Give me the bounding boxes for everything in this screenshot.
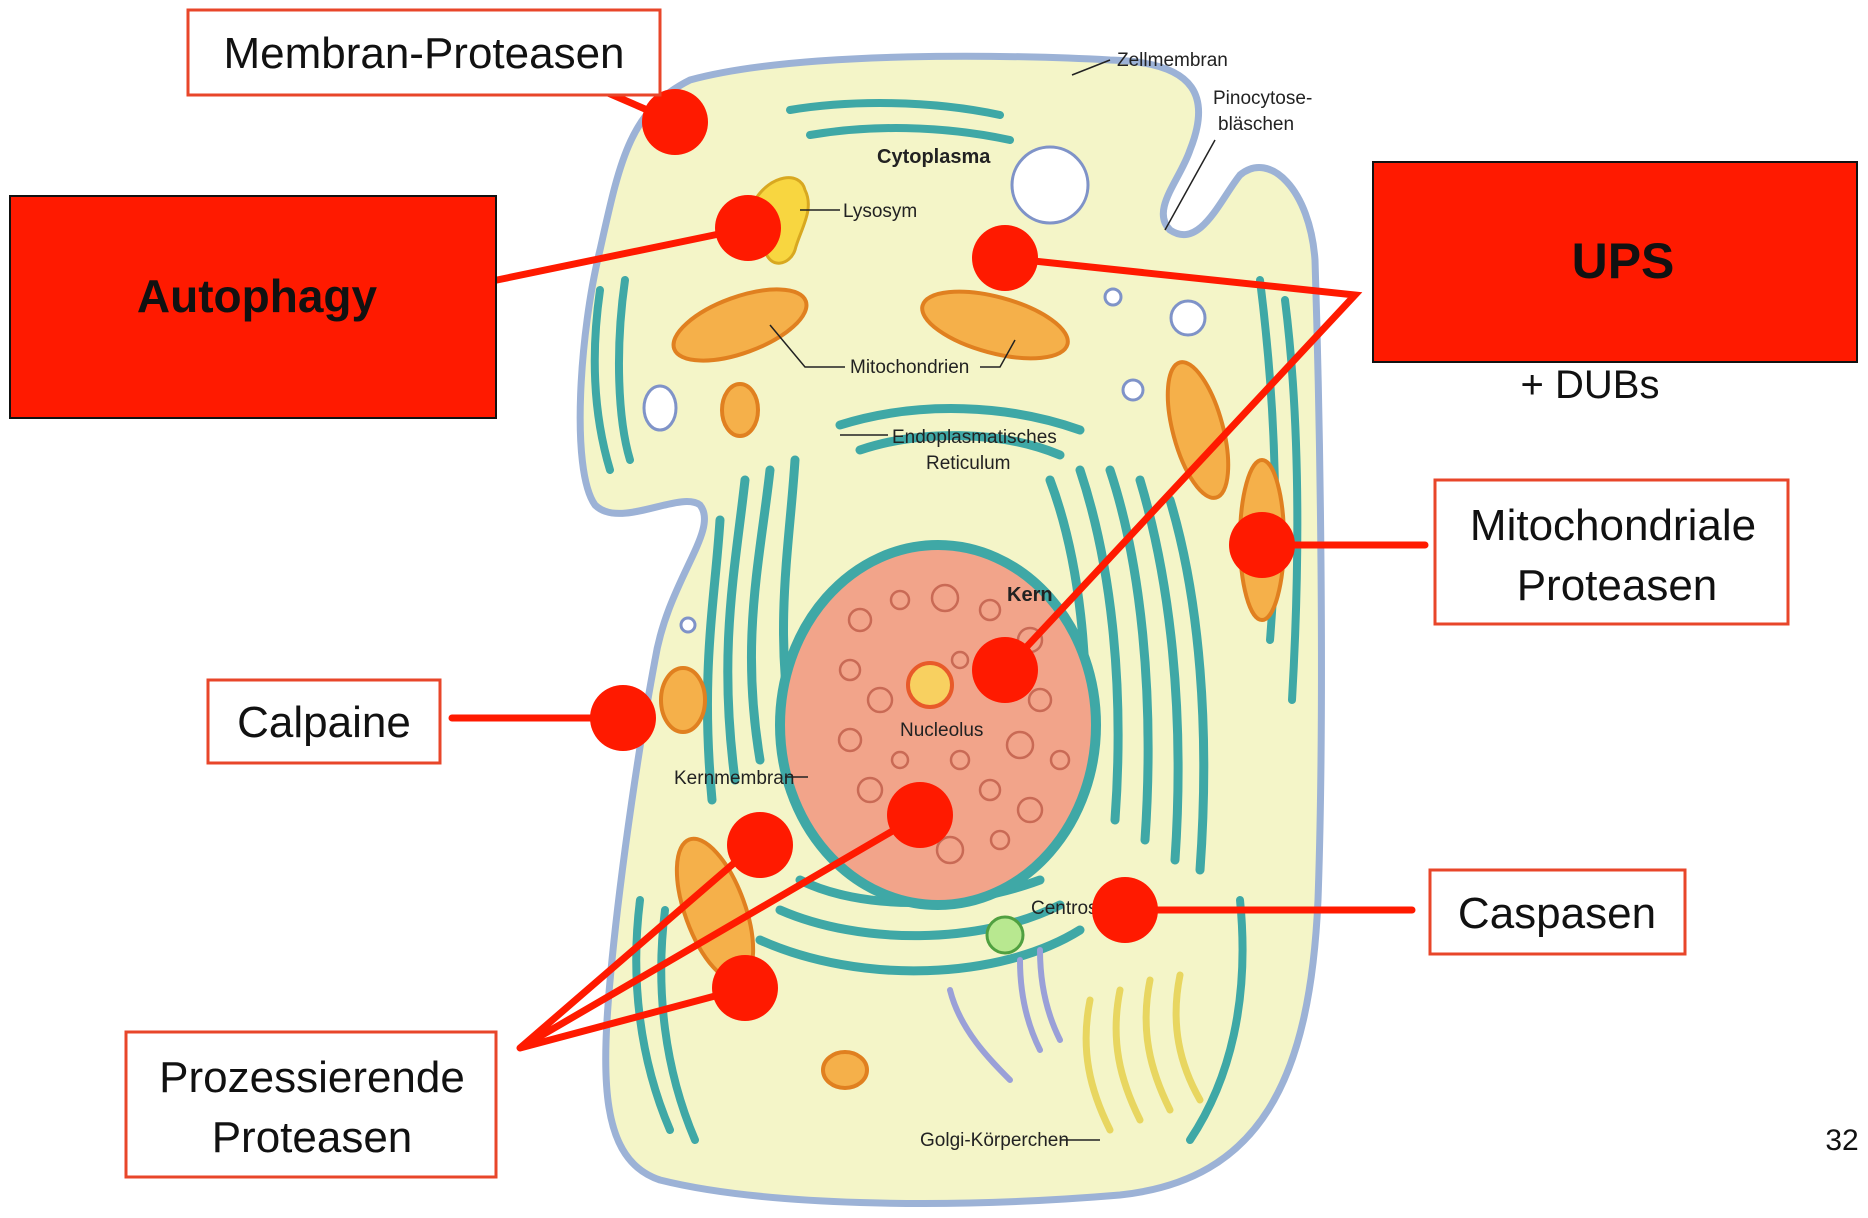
callout-caspasen-label: Caspasen: [1458, 889, 1656, 938]
callout-mito-line2: Proteasen: [1517, 561, 1718, 610]
label-zellmembran: Zellmembran: [1117, 50, 1228, 71]
label-er-2: Reticulum: [926, 453, 1010, 474]
callout-autophagy: Autophagy: [10, 196, 496, 418]
cell: [580, 56, 1321, 1203]
label-kern: Kern: [1007, 584, 1053, 606]
centrosome: [987, 917, 1023, 953]
dot-proz-1: [727, 812, 793, 878]
label-pinocytose-2: bläschen: [1218, 114, 1294, 135]
dot-caspasen: [1092, 877, 1158, 943]
callout-membran-proteasen: Membran-Proteasen: [188, 10, 660, 95]
callout-proz-line1: Prozessierende: [159, 1053, 465, 1102]
callout-calpaine: Calpaine: [208, 680, 440, 763]
label-cytoplasma: Cytoplasma: [877, 146, 991, 168]
dot-mito-proteasen: [1229, 512, 1295, 578]
callout-proz-proteasen: Prozessierende Proteasen: [126, 1032, 496, 1177]
callout-mito-proteasen: Mitochondriale Proteasen: [1435, 480, 1788, 624]
label-pinocytose-1: Pinocytose-: [1213, 88, 1312, 109]
label-kernmembran: Kernmembran: [674, 768, 794, 789]
label-nucleolus: Nucleolus: [900, 720, 983, 741]
callout-dubs-label: + DUBs: [1521, 363, 1660, 407]
dot-proz-2: [712, 955, 778, 1021]
callout-mito-line1: Mitochondriale: [1470, 501, 1756, 550]
callout-autophagy-label: Autophagy: [137, 270, 378, 322]
dot-proz-nucleus: [887, 782, 953, 848]
label-golgi: Golgi-Körperchen: [920, 1130, 1069, 1151]
callout-ups: UPS: [1373, 162, 1857, 362]
callout-caspasen: Caspasen: [1430, 870, 1685, 954]
callout-membran-proteasen-label: Membran-Proteasen: [223, 29, 624, 78]
callout-ups-label: UPS: [1572, 233, 1675, 289]
dot-autophagy: [715, 195, 781, 261]
label-lysosym: Lysosym: [843, 201, 917, 222]
dot-ups-cytoplasm: [972, 225, 1038, 291]
nucleolus: [908, 663, 952, 707]
label-er-1: Endoplasmatisches: [892, 427, 1057, 448]
dot-ups-nucleus: [972, 637, 1038, 703]
callout-calpaine-label: Calpaine: [237, 698, 411, 747]
dot-calpaine: [590, 685, 656, 751]
callout-proz-line2: Proteasen: [212, 1113, 413, 1162]
dot-membran-proteasen: [642, 89, 708, 155]
label-mitochondrien: Mitochondrien: [850, 357, 969, 378]
page-number: 32: [1825, 1124, 1858, 1157]
